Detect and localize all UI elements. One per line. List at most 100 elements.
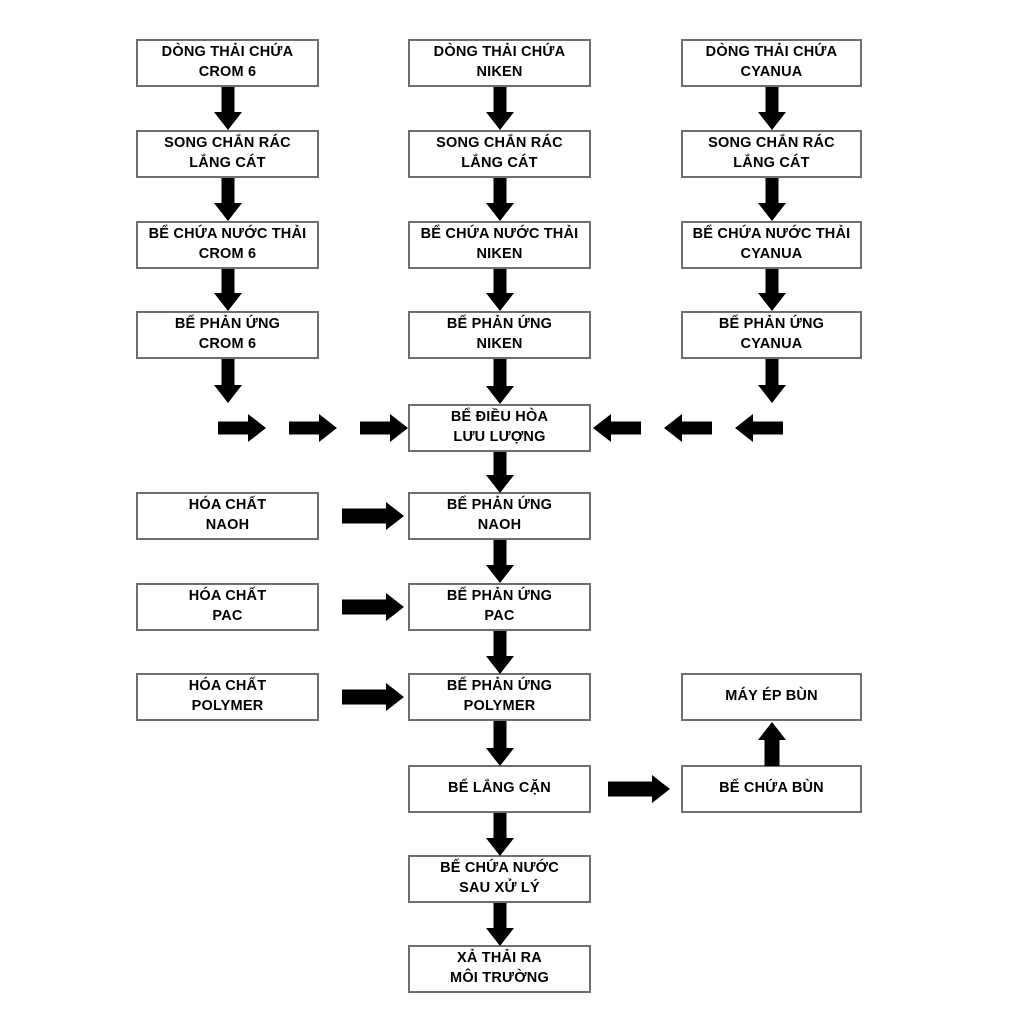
node-storage-niken[interactable]: BỂ CHỨA NƯỚC THẢI NIKEN bbox=[408, 221, 591, 269]
node-label-line1: BỂ PHẢN ỨNG bbox=[446, 588, 553, 605]
arrow-right-chem-polymer-to-reactor-polymer bbox=[342, 683, 404, 711]
node-label-line1: BỂ CHỨA NƯỚC THẢI bbox=[420, 226, 579, 243]
arrow-head-icon bbox=[319, 414, 337, 442]
arrow-head-icon bbox=[486, 928, 514, 946]
arrow-head-icon bbox=[214, 293, 242, 311]
arrow-shaft bbox=[360, 421, 390, 435]
arrow-down-treated-water-to-discharge bbox=[486, 903, 514, 946]
arrow-head-icon bbox=[248, 414, 266, 442]
arrow-up-sludge-tank-to-sludge-press bbox=[758, 722, 786, 766]
arrow-left-reactor-cyanua-to-equalization bbox=[735, 414, 783, 442]
node-screen-niken[interactable]: SONG CHẮN RÁC LẮNG CÁT bbox=[408, 130, 591, 178]
arrow-down-settling-to-treated-water bbox=[486, 813, 514, 856]
node-label-line1: BỂ CHỨA NƯỚC THẢI bbox=[148, 226, 307, 243]
arrow-shaft bbox=[221, 269, 235, 293]
arrow-right-reactor-crom-to-equalization bbox=[289, 414, 337, 442]
node-inflow-cyanua[interactable]: DÒNG THẢI CHỨA CYANUA bbox=[681, 39, 862, 87]
node-label-line1: BỂ PHẢN ỨNG bbox=[174, 316, 281, 333]
arrow-head-icon bbox=[758, 293, 786, 311]
node-sludge-press[interactable]: MÁY ÉP BÙN bbox=[681, 673, 862, 721]
node-reactor-niken[interactable]: BỂ PHẢN ỨNG NIKEN bbox=[408, 311, 591, 359]
arrow-head-icon bbox=[758, 203, 786, 221]
arrow-down-reactor-cyanua-to-equalization bbox=[758, 359, 786, 403]
node-label-line1: DÒNG THẢI CHỨA bbox=[161, 44, 294, 61]
arrow-head-icon bbox=[652, 775, 670, 803]
arrow-head-icon bbox=[486, 475, 514, 493]
arrow-shaft bbox=[342, 689, 386, 705]
arrow-shaft bbox=[289, 421, 319, 435]
node-label-line1: HÓA CHẤT bbox=[188, 497, 267, 514]
node-label-line2: SAU XỬ LÝ bbox=[459, 880, 540, 896]
arrow-down-inflow-niken-to-screen-niken bbox=[486, 87, 514, 130]
arrow-head-icon bbox=[486, 386, 514, 404]
arrow-head-icon bbox=[486, 293, 514, 311]
node-label-line2: LẮNG CÁT bbox=[733, 155, 810, 171]
node-chem-naoh[interactable]: HÓA CHẤTNaOH bbox=[136, 492, 319, 540]
node-label-line2: CYANUA bbox=[740, 64, 803, 80]
arrow-shaft bbox=[493, 721, 507, 748]
node-label-line2: PAC bbox=[212, 608, 243, 624]
node-label-line1: HÓA CHẤT bbox=[188, 588, 267, 605]
node-label-line1: BỂ PHẢN ỨNG bbox=[446, 316, 553, 333]
arrow-down-storage-crom-to-reactor-crom bbox=[214, 269, 242, 311]
arrow-shaft bbox=[764, 740, 780, 766]
node-chem-polymer[interactable]: HÓA CHẤT POLYMER bbox=[136, 673, 319, 721]
arrow-head-icon bbox=[386, 683, 404, 711]
node-label-line2: NIKEN bbox=[476, 336, 523, 352]
node-label-line1: HÓA CHẤT bbox=[188, 678, 267, 695]
node-settling[interactable]: BỂ LẮNG CẶN bbox=[408, 765, 591, 813]
arrow-head-icon bbox=[735, 414, 753, 442]
node-chem-pac[interactable]: HÓA CHẤT PAC bbox=[136, 583, 319, 631]
arrow-left-reactor-cyanua-to-equalization bbox=[593, 414, 641, 442]
arrow-shaft bbox=[342, 508, 386, 524]
node-sludge-tank[interactable]: BỂ CHỨA BÙN bbox=[681, 765, 862, 813]
arrow-down-equalization-to-reactor-naoh bbox=[486, 452, 514, 493]
arrow-shaft bbox=[493, 269, 507, 293]
arrow-shaft bbox=[493, 452, 507, 475]
arrow-right-reactor-crom-to-equalization bbox=[218, 414, 266, 442]
node-label-line1: BỂ CHỨA NƯỚC THẢI bbox=[692, 226, 851, 243]
node-label-line2: NIKEN bbox=[476, 246, 523, 262]
arrow-shaft bbox=[493, 631, 507, 656]
node-treated-water[interactable]: BỂ CHỨA NƯỚC SAU XỬ LÝ bbox=[408, 855, 591, 903]
node-label-line1: BỂ ĐIỀU HÒA bbox=[450, 409, 549, 426]
arrow-shaft bbox=[493, 903, 507, 928]
arrow-shaft bbox=[765, 178, 779, 203]
node-label-line2: PAC bbox=[484, 608, 515, 624]
arrow-down-inflow-crom-to-screen-crom bbox=[214, 87, 242, 130]
arrow-shaft bbox=[493, 813, 507, 838]
node-label-line1: BỂ CHỨA NƯỚC bbox=[440, 860, 559, 877]
arrow-head-icon bbox=[386, 593, 404, 621]
node-label-line1: DÒNG THẢI CHỨA bbox=[705, 44, 838, 61]
arrow-head-icon bbox=[593, 414, 611, 442]
arrow-shaft bbox=[765, 269, 779, 293]
arrow-down-reactor-crom-to-equalization bbox=[214, 359, 242, 403]
arrow-shaft bbox=[765, 359, 779, 385]
arrow-head-icon bbox=[486, 565, 514, 583]
arrow-down-reactor-pac-to-reactor-polymer bbox=[486, 631, 514, 674]
arrow-down-reactor-niken-to-equalization bbox=[486, 359, 514, 404]
node-label-line1: BỂ PHẢN ỨNG bbox=[446, 678, 553, 695]
node-reactor-pac[interactable]: BỂ PHẢN ỨNG PAC bbox=[408, 583, 591, 631]
arrow-head-icon bbox=[214, 385, 242, 403]
node-label-line1: SONG CHẮN RÁC bbox=[436, 135, 563, 152]
node-label-line2: POLYMER bbox=[191, 698, 264, 714]
node-label-line2: LẮNG CÁT bbox=[461, 155, 538, 171]
node-label-line1: BỂ CHỨA BÙN bbox=[719, 780, 824, 797]
node-reactor-naoh[interactable]: BỂ PHẢN ỨNGNaOH bbox=[408, 492, 591, 540]
node-label-line1: BỂ LẮNG CẶN bbox=[448, 780, 551, 797]
node-label-line2: LẮNG CÁT bbox=[189, 155, 266, 171]
arrow-head-icon bbox=[486, 203, 514, 221]
